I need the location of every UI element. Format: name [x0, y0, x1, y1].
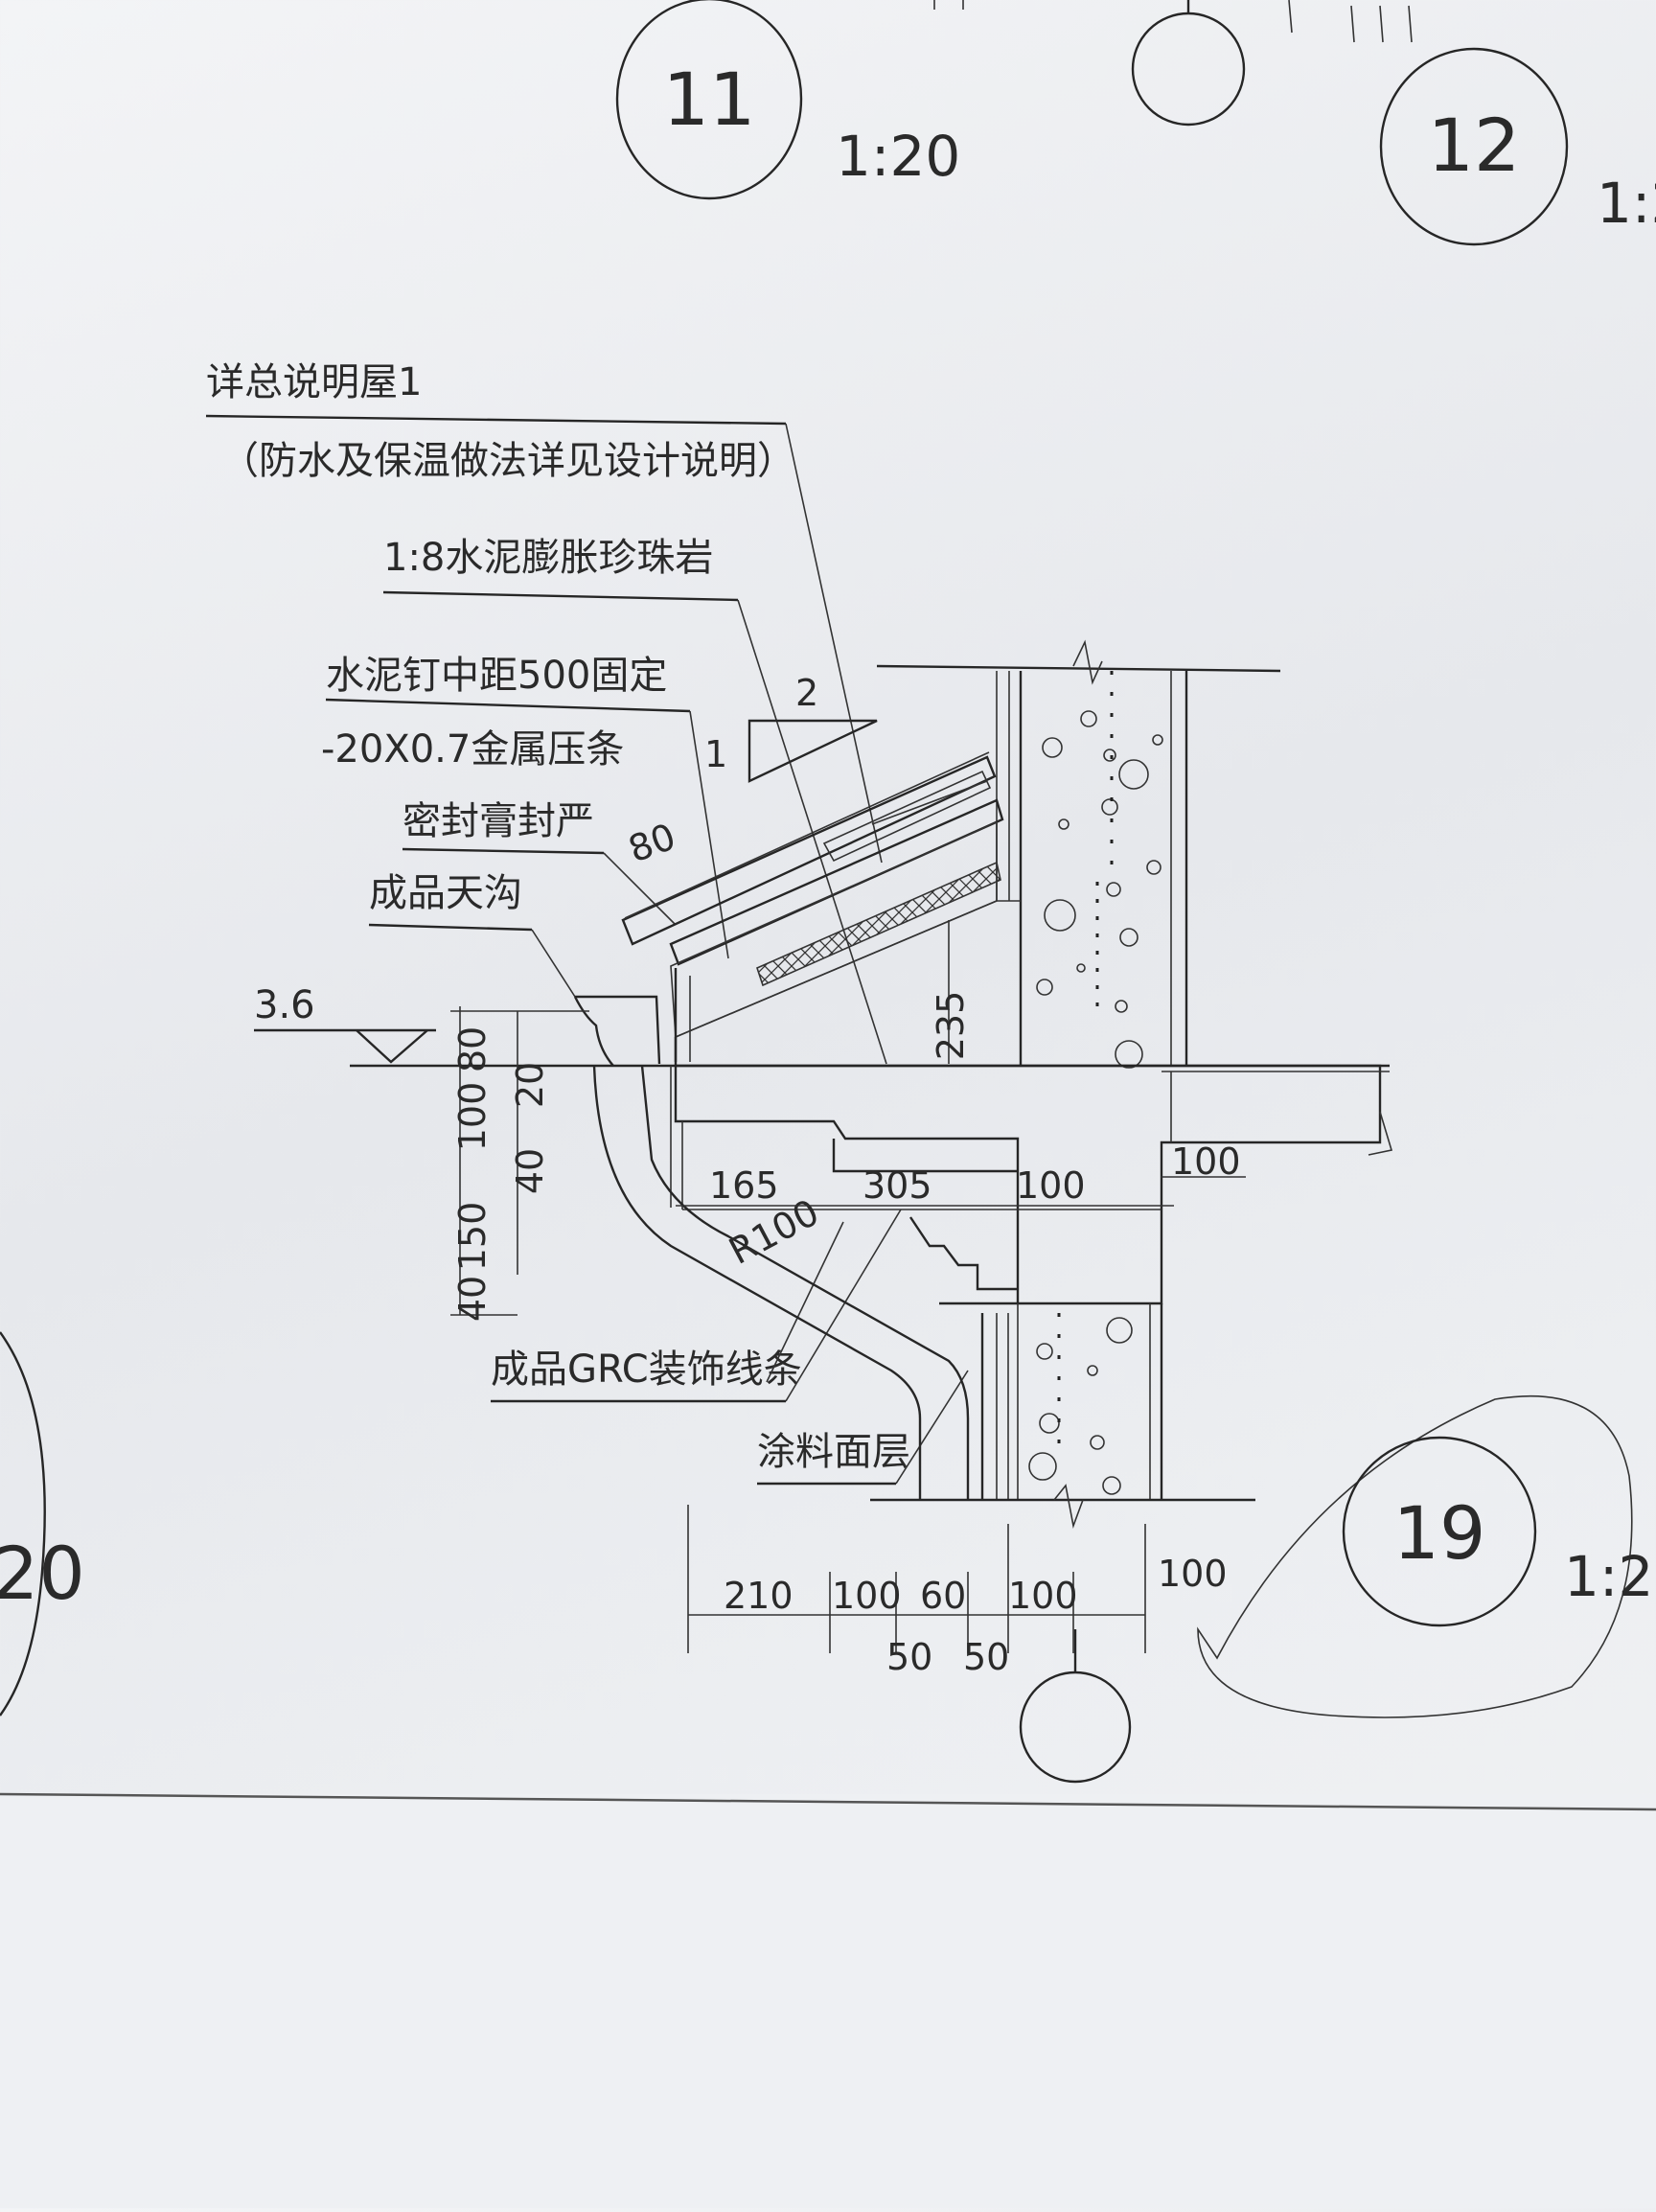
svg-text:20: 20 — [509, 1062, 551, 1108]
svg-text:涂料面层: 涂料面层 — [757, 1430, 910, 1474]
svg-text:20: 20 — [0, 1531, 85, 1616]
svg-text:100: 100 — [1016, 1164, 1086, 1207]
svg-text:3.6: 3.6 — [254, 983, 315, 1027]
horizontal-mid-dimensions: 165 305 100 100 — [676, 1141, 1246, 1207]
svg-text:100: 100 — [832, 1575, 902, 1617]
svg-text:100: 100 — [1158, 1553, 1228, 1595]
detail-mark-11: 11 1:20 — [615, 0, 960, 200]
vertical-dimensions: 80 100 150 40 20 40 — [450, 1006, 589, 1322]
svg-text:80: 80 — [451, 1026, 494, 1072]
slope-indicator: 2 1 — [704, 672, 878, 783]
svg-text:100: 100 — [1171, 1141, 1241, 1183]
notes-group: 详总说明屋1 （防水及保温做法详见设计说明） 1:8水泥膨胀珍珠岩 水泥钉中距5… — [205, 360, 969, 1486]
elevation-mark: 3.6 — [254, 983, 613, 1068]
svg-text:1:20: 1:20 — [1564, 1544, 1656, 1609]
svg-text:（防水及保温做法详见设计说明）: （防水及保温做法详见设计说明） — [220, 439, 795, 483]
svg-text:1: 1 — [704, 733, 727, 775]
svg-text:成品GRC装饰线条: 成品GRC装饰线条 — [491, 1348, 802, 1392]
svg-text:详总说明屋1: 详总说明屋1 — [206, 360, 422, 404]
axis-bubble-bottom — [1019, 1629, 1132, 1784]
svg-text:235: 235 — [930, 991, 972, 1061]
svg-text:1:8水泥膨胀珍珠岩: 1:8水泥膨胀珍珠岩 — [383, 536, 713, 580]
svg-text:150: 150 — [451, 1202, 494, 1272]
svg-text:100: 100 — [1008, 1575, 1078, 1617]
svg-text:-20X0.7金属压条: -20X0.7金属压条 — [321, 727, 624, 772]
svg-text:密封膏封严: 密封膏封严 — [402, 799, 594, 843]
svg-text:40: 40 — [451, 1276, 494, 1322]
svg-text:19: 19 — [1393, 1490, 1486, 1576]
svg-text:成品天沟: 成品天沟 — [369, 871, 522, 915]
svg-text:12: 12 — [1428, 103, 1521, 188]
detail-mark-left-edge: 20 — [0, 1331, 85, 1717]
svg-text:11: 11 — [663, 57, 756, 142]
sloped-roof — [621, 751, 1021, 1062]
svg-text:1:2: 1:2 — [1597, 171, 1656, 236]
detail-mark-12: 12 1:2 — [1379, 47, 1656, 246]
svg-text:水泥钉中距500固定: 水泥钉中距500固定 — [326, 654, 667, 698]
gutter — [573, 995, 970, 1500]
svg-text:50: 50 — [886, 1636, 932, 1678]
svg-text:60: 60 — [920, 1575, 966, 1617]
svg-text:305: 305 — [862, 1164, 932, 1207]
svg-text:50: 50 — [963, 1636, 1009, 1678]
bottom-dimensions: 210 100 60 100 100 50 50 — [687, 1505, 1228, 1678]
lower-wall — [870, 1303, 1255, 1529]
svg-text:40: 40 — [509, 1148, 551, 1194]
svg-text:2: 2 — [795, 672, 818, 714]
svg-text:1:20: 1:20 — [836, 124, 960, 189]
detail-mark-19: 19 1:20 — [1197, 1395, 1656, 1718]
detail-mark-top-blank — [933, 0, 1413, 127]
svg-text:210: 210 — [724, 1575, 794, 1617]
svg-text:165: 165 — [709, 1164, 779, 1207]
border-line — [0, 1792, 1656, 1811]
svg-text:80: 80 — [623, 816, 680, 871]
svg-text:100: 100 — [451, 1082, 494, 1152]
lower-paper-area — [0, 1794, 1656, 2208]
grc-profile — [670, 1066, 1018, 1305]
